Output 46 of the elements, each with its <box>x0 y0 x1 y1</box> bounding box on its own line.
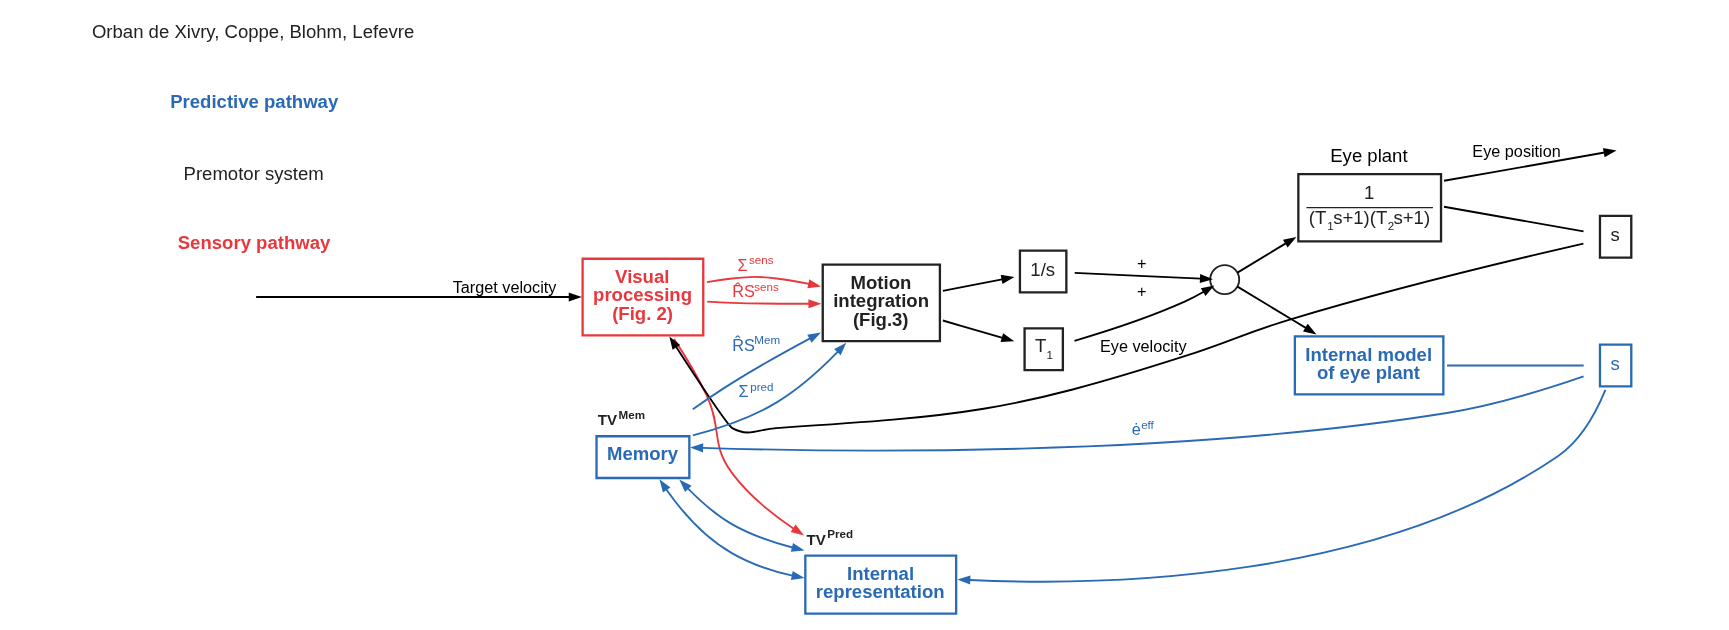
node-box: T$_{1}$ <box>1023 327 1065 372</box>
arrow <box>673 337 805 536</box>
edge-label: Target velocity <box>452 277 557 296</box>
arrow <box>679 479 805 552</box>
node-box: Internal model of eye plant <box>1293 335 1445 396</box>
label: Sensory pathway <box>177 232 331 254</box>
node-box: s <box>1598 214 1633 259</box>
node-box: Visual processing (Fig. 2) <box>581 257 705 337</box>
edge-label: R̂S$^{Mem}$ <box>732 333 781 354</box>
arrow <box>957 388 1607 585</box>
arrow <box>669 242 1585 434</box>
node-label: Eye plant <box>1330 145 1408 167</box>
node-box: s <box>1598 343 1633 388</box>
label: Orban de Xivry, Coppe, Blohm, Lefevre <box>91 21 415 43</box>
node-label: TV$^{Pred}$ <box>806 527 854 548</box>
arrow <box>691 342 847 437</box>
edge-label: Eye velocity <box>1099 336 1187 355</box>
arrow <box>690 375 1585 453</box>
connector <box>1443 205 1585 233</box>
node-box: Internal representation <box>804 554 958 615</box>
edge-label: Σ$^{sens}$ <box>737 253 774 274</box>
edge-label: + <box>1137 254 1147 273</box>
arrow <box>1236 285 1317 335</box>
edge-label: ė$^{eff}$ <box>1131 417 1154 439</box>
arrow <box>941 274 1015 292</box>
label: Premotor system <box>183 162 324 184</box>
node-box: 1/s <box>1018 249 1068 294</box>
arrow <box>706 275 822 289</box>
arrow <box>941 319 1015 342</box>
arrow <box>659 479 805 580</box>
edge-label: R̂S$^{sens}$ <box>732 279 779 301</box>
label: Predictive pathway <box>170 90 339 112</box>
edge-label: + <box>1137 282 1147 301</box>
node-box: Memory <box>595 435 691 480</box>
node-box: 1 (T$_{1}$s+1)(T$_{2}$s+1) <box>1297 172 1443 243</box>
node-label: TV$^{Mem}$ <box>597 407 645 429</box>
node-circle <box>1209 264 1241 296</box>
node-box: Motion integration (Fig.3) <box>821 263 942 343</box>
edge-label: Σ$^{pred}$ <box>738 379 774 401</box>
arrow <box>1073 271 1213 284</box>
edge-label: Eye position <box>1472 141 1561 160</box>
arrow <box>691 332 821 411</box>
arrow <box>1073 285 1215 342</box>
arrow <box>706 299 822 309</box>
connector <box>1446 364 1585 367</box>
arrow <box>1236 237 1297 274</box>
